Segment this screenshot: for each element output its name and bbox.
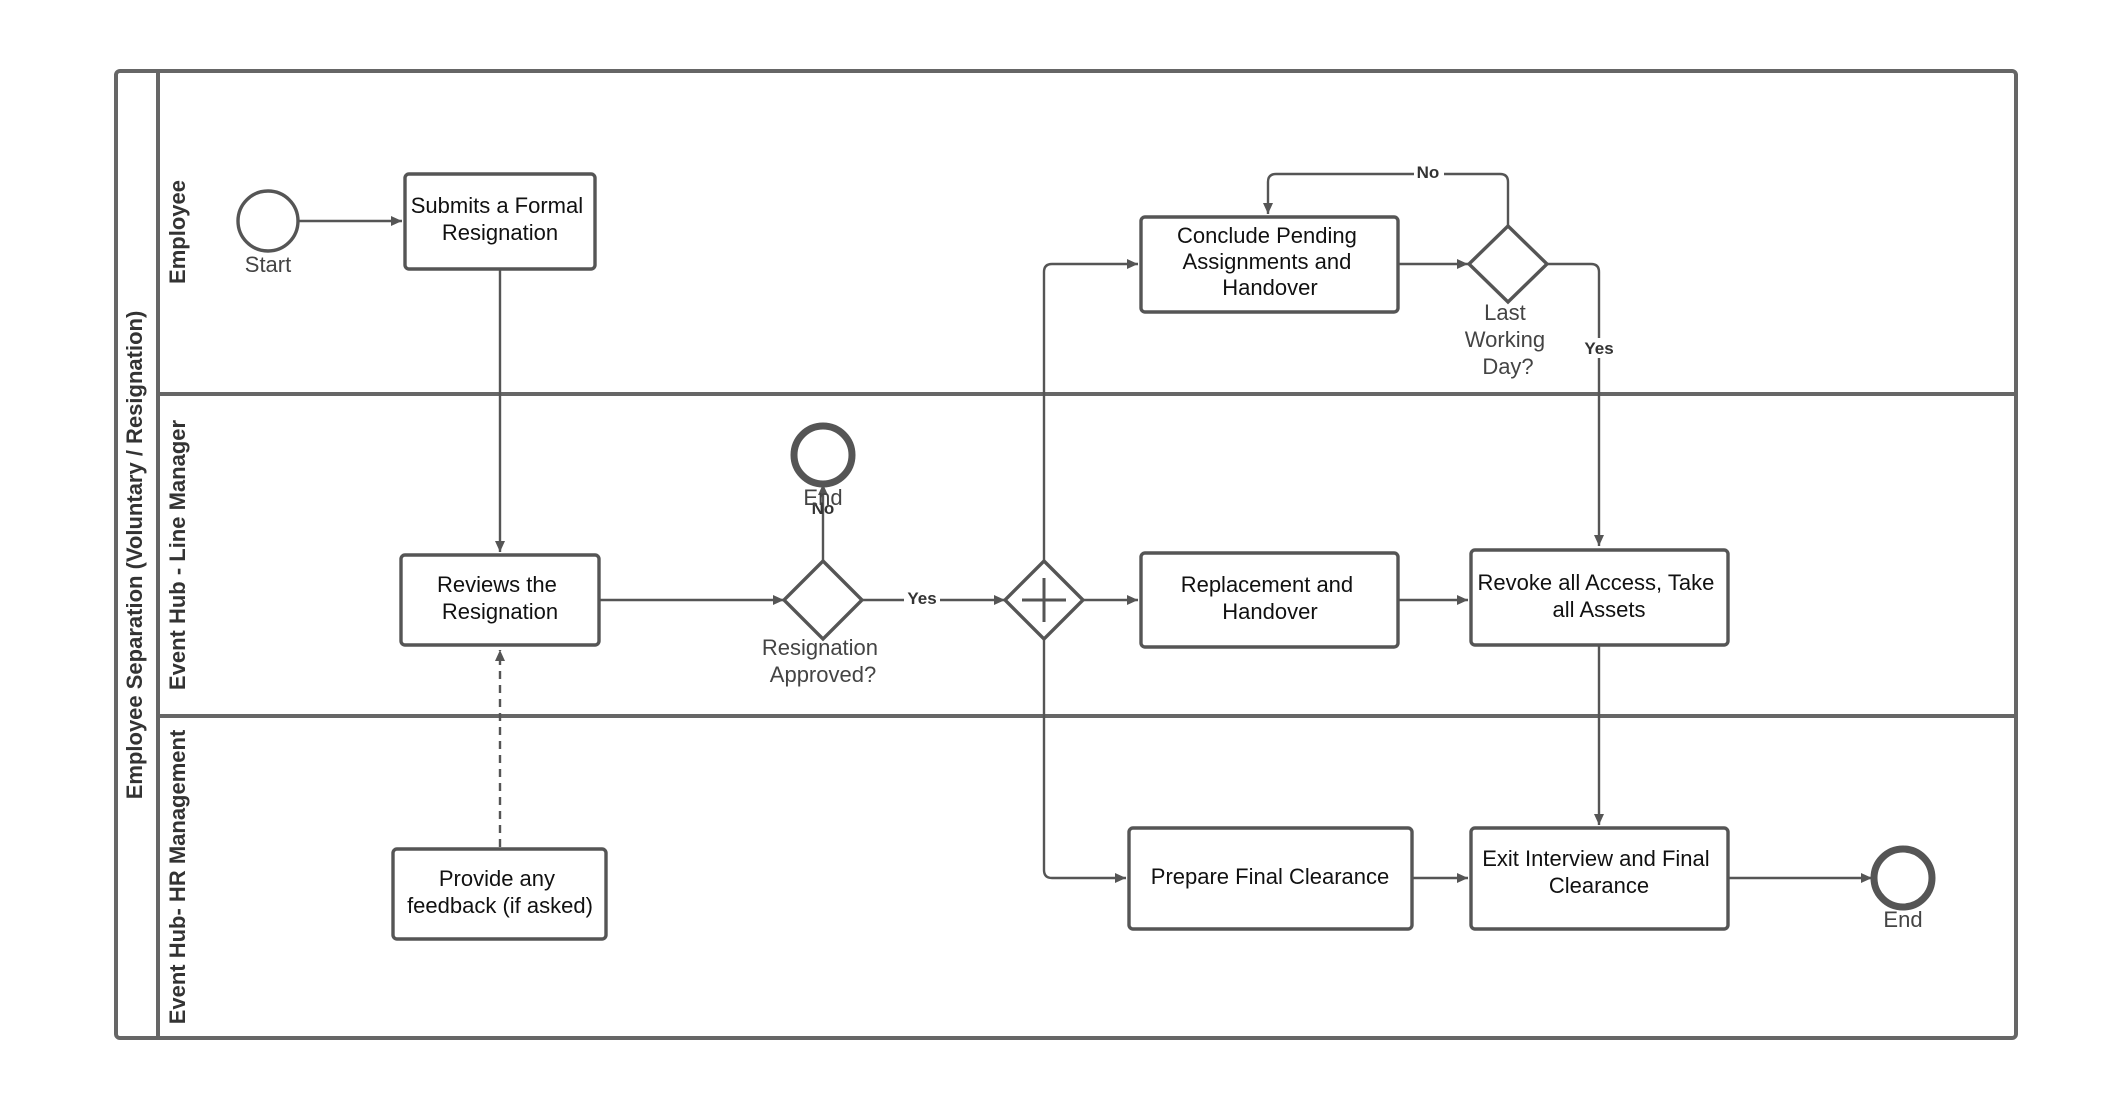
lane-title-hr-management: Event Hub- HR Management <box>165 729 190 1024</box>
svg-text:Exit Interview and Final: Exit Interview and Final Clearance <box>1482 846 1716 898</box>
task-label-line: Resignation <box>442 599 558 624</box>
task-label-line: Handover <box>1222 599 1317 624</box>
task-label-line: Prepare Final Clearance <box>1151 864 1389 889</box>
end-event-final[interactable]: End <box>1870 845 1936 932</box>
end-circle-icon <box>790 422 856 488</box>
task-label-line: Assignments and <box>1183 249 1352 274</box>
end-event-rejected[interactable]: End <box>790 422 856 510</box>
task-replacement-handover[interactable]: Replacement and Handover <box>1139 551 1400 649</box>
edge-labels: No Yes Yes No <box>812 162 1618 608</box>
task-label-line: Clearance <box>1549 873 1649 898</box>
lane-title-employee: Employee <box>165 180 190 284</box>
svg-text:Replacement and Handover: Replacement and Handover <box>1181 572 1360 624</box>
task-label-line: Resignation <box>442 220 558 245</box>
task-revoke-access[interactable]: Revoke all Access, Take all Assets <box>1469 548 1730 647</box>
task-label-line: Handover <box>1222 275 1317 300</box>
task-conclude-pending[interactable]: Conclude Pending Assignments and Handove… <box>1139 215 1400 314</box>
edge-label-last-day-yes: Yes <box>1584 339 1613 358</box>
task-box <box>1469 548 1730 647</box>
task-label-line: Submits a Formal <box>411 193 583 218</box>
task-label-line: Conclude Pending <box>1177 223 1357 248</box>
edge-label-approved-yes: Yes <box>907 589 936 608</box>
task-box <box>399 553 601 647</box>
task-label-line: Provide any <box>439 866 555 891</box>
pool: Employee Separation (Voluntary / Resigna… <box>114 69 2018 1040</box>
end-event-final-label: End <box>1883 907 1922 932</box>
sequence-flows <box>298 172 1872 883</box>
task-box <box>1469 826 1730 931</box>
edge-label-bg <box>1582 338 1618 358</box>
task-label-line: Revoke all Access, Take <box>1478 570 1715 595</box>
task-exit-interview[interactable]: Exit Interview and Final Clearance <box>1469 826 1730 931</box>
edge-label-approved-no: No <box>812 499 835 518</box>
task-prepare-final-clearance[interactable]: Prepare Final Clearance <box>1127 826 1414 931</box>
svg-text:Submits a Formal Resigna: Submits a Formal Resignation <box>411 193 590 245</box>
exclusive-gateway-icon <box>1466 223 1550 305</box>
end-event-rejected-label: End <box>803 485 842 510</box>
gateway-parallel[interactable] <box>1002 558 1086 642</box>
svg-text:Prepare Final Clearance: Prepare Final Clearance <box>1151 864 1389 889</box>
start-event-label: Start <box>245 252 291 277</box>
plus-icon <box>1022 578 1066 622</box>
task-box <box>1127 826 1414 931</box>
task-label-line: Replacement and <box>1181 572 1353 597</box>
gateway-label-line: Last <box>1484 300 1526 325</box>
pool-border <box>114 69 2018 1040</box>
lane-title-line-manager: Event Hub - Line Manager <box>165 419 190 690</box>
svg-text:Resignation Approved?: Resignation Approved? <box>762 635 884 687</box>
gateway-label-line: Day? <box>1482 354 1533 379</box>
gateway-label-line: Approved? <box>770 662 876 687</box>
gateway-label-line: Working <box>1465 327 1545 352</box>
svg-text:Revoke all Access, Take: Revoke all Access, Take all Assets <box>1478 570 1721 622</box>
task-box <box>391 847 608 941</box>
edge-label-bg <box>904 588 940 608</box>
end-circle-icon <box>1870 845 1936 911</box>
task-submit-resignation[interactable]: Submits a Formal Resignation <box>403 172 597 271</box>
svg-text:Conclude Pending Assignm: Conclude Pending Assignments and Handove… <box>1177 223 1363 300</box>
edge-label-last-day-no: No <box>1417 163 1440 182</box>
edge-label-bg <box>1414 162 1444 182</box>
flow-parallel-to-clearance <box>1042 639 1126 883</box>
svg-text:Reviews the Resignation: Reviews the Resignation <box>437 572 563 624</box>
task-provide-feedback[interactable]: Provide any feedback (if asked) <box>391 847 608 941</box>
pool-title: Employee Separation (Voluntary / Resigna… <box>122 311 147 800</box>
task-label-line: all Assets <box>1553 597 1646 622</box>
flow-gateway-no-loop <box>1263 172 1510 226</box>
gateway-last-working-day[interactable]: Last Working Day? <box>1465 223 1551 379</box>
start-event[interactable]: Start <box>236 189 300 277</box>
gateway-resignation-approved[interactable]: Resignation Approved? <box>762 558 884 687</box>
flow-parallel-to-conclude <box>1042 259 1138 561</box>
flow-gateway-yes-to-revoke <box>1547 262 1604 546</box>
task-label-line: Reviews the <box>437 572 557 597</box>
svg-text:Provide any feedback (if: Provide any feedback (if asked) <box>407 866 593 918</box>
task-label-line: feedback (if asked) <box>407 893 593 918</box>
svg-text:Last Working Day?: Last Working Day? <box>1465 300 1551 379</box>
start-circle-icon <box>236 189 300 253</box>
exclusive-gateway-icon <box>781 558 865 642</box>
task-box <box>1139 215 1400 314</box>
task-box <box>403 172 597 271</box>
task-label-line: Exit Interview and Final <box>1482 846 1709 871</box>
task-reviews-resignation[interactable]: Reviews the Resignation <box>399 553 601 647</box>
gateway-label-line: Resignation <box>762 635 878 660</box>
task-box <box>1139 551 1400 649</box>
